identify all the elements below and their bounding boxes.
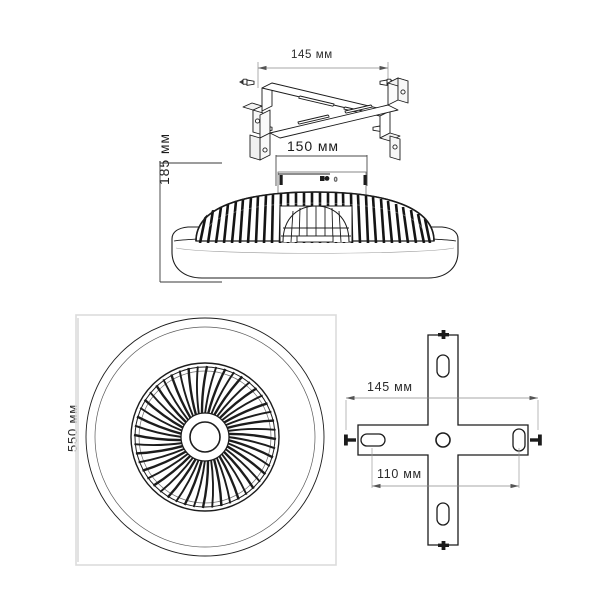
slot-top	[436, 354, 450, 378]
fan-blade	[225, 419, 275, 430]
fan-blade	[195, 366, 200, 415]
fan-blade	[155, 384, 188, 424]
dimension-150-mount	[275, 155, 368, 186]
slot-left	[360, 433, 386, 447]
fan-blade	[204, 366, 218, 415]
fan-blade	[225, 444, 267, 476]
dimension-145-plate	[345, 395, 539, 430]
fan-dome-profile	[195, 191, 435, 243]
bracket-bar-b	[249, 77, 409, 161]
fan-blade	[170, 374, 193, 420]
fan-blade	[134, 424, 183, 438]
fan-blade	[206, 368, 227, 415]
fan-blade	[146, 452, 190, 480]
fan-blade-ring	[130, 362, 280, 512]
fan-blade	[136, 415, 183, 436]
dimension-110-plate	[371, 448, 520, 489]
fan-blade	[210, 371, 235, 416]
fan-blade	[222, 450, 255, 490]
fan-blade	[183, 459, 204, 506]
fan-center-cage	[279, 205, 353, 243]
fan-blade	[133, 433, 183, 442]
dimension-185-height	[159, 162, 222, 283]
fan-blade	[192, 459, 206, 508]
fan-blade	[224, 447, 261, 483]
fan-blade	[175, 458, 200, 503]
fan-blade	[210, 459, 215, 508]
plate-screw-bottom	[438, 541, 449, 550]
fan-blade	[166, 457, 198, 499]
fan-blade	[187, 367, 198, 417]
fixture-inner-circle	[94, 326, 316, 548]
slot-right	[512, 428, 526, 452]
fan-hub-inner	[189, 421, 221, 453]
bracket-top-view	[239, 62, 409, 161]
cross-plate-center-hole	[435, 432, 451, 448]
fan-blade	[143, 398, 185, 430]
plate-screw-left	[344, 434, 356, 446]
plate-screw-right	[530, 434, 542, 446]
fan-blade	[218, 387, 258, 420]
plate-screw-top	[438, 330, 449, 339]
fan-blade	[215, 456, 232, 504]
fan-blade	[227, 427, 276, 432]
screw-icon-top-left	[239, 78, 255, 86]
cross-plate-view	[344, 330, 542, 550]
fan-blade	[138, 447, 186, 464]
fan-blade	[227, 436, 276, 450]
bottom-plan-view	[75, 314, 337, 566]
fan-blade	[152, 454, 192, 487]
fan-blade	[149, 391, 186, 427]
fan-blade	[139, 407, 184, 432]
fan-blade	[142, 449, 188, 472]
fan-blade	[212, 457, 223, 507]
fan-blade	[200, 365, 209, 415]
fan-blade	[224, 410, 272, 427]
fan-blade	[162, 378, 190, 422]
fan-blade	[201, 459, 210, 509]
fan-blade	[227, 432, 277, 441]
fan-blade	[212, 375, 244, 417]
side-elevation-view: 0	[159, 155, 459, 283]
fan-blade	[134, 442, 183, 447]
fan-blade	[135, 444, 185, 455]
plan-view-frame	[75, 314, 337, 566]
fan-blade	[217, 454, 240, 500]
fan-blade	[220, 452, 248, 496]
fan-blade	[159, 456, 195, 493]
fan-blade	[226, 442, 271, 467]
fan-blade	[220, 394, 264, 422]
fan-blade	[215, 381, 251, 418]
fan-blade	[178, 370, 195, 418]
fan-blades	[133, 365, 277, 509]
fan-blade	[222, 402, 268, 425]
svg-text:0: 0	[334, 178, 338, 184]
slot-bottom	[436, 502, 450, 526]
fan-blade	[227, 438, 274, 459]
